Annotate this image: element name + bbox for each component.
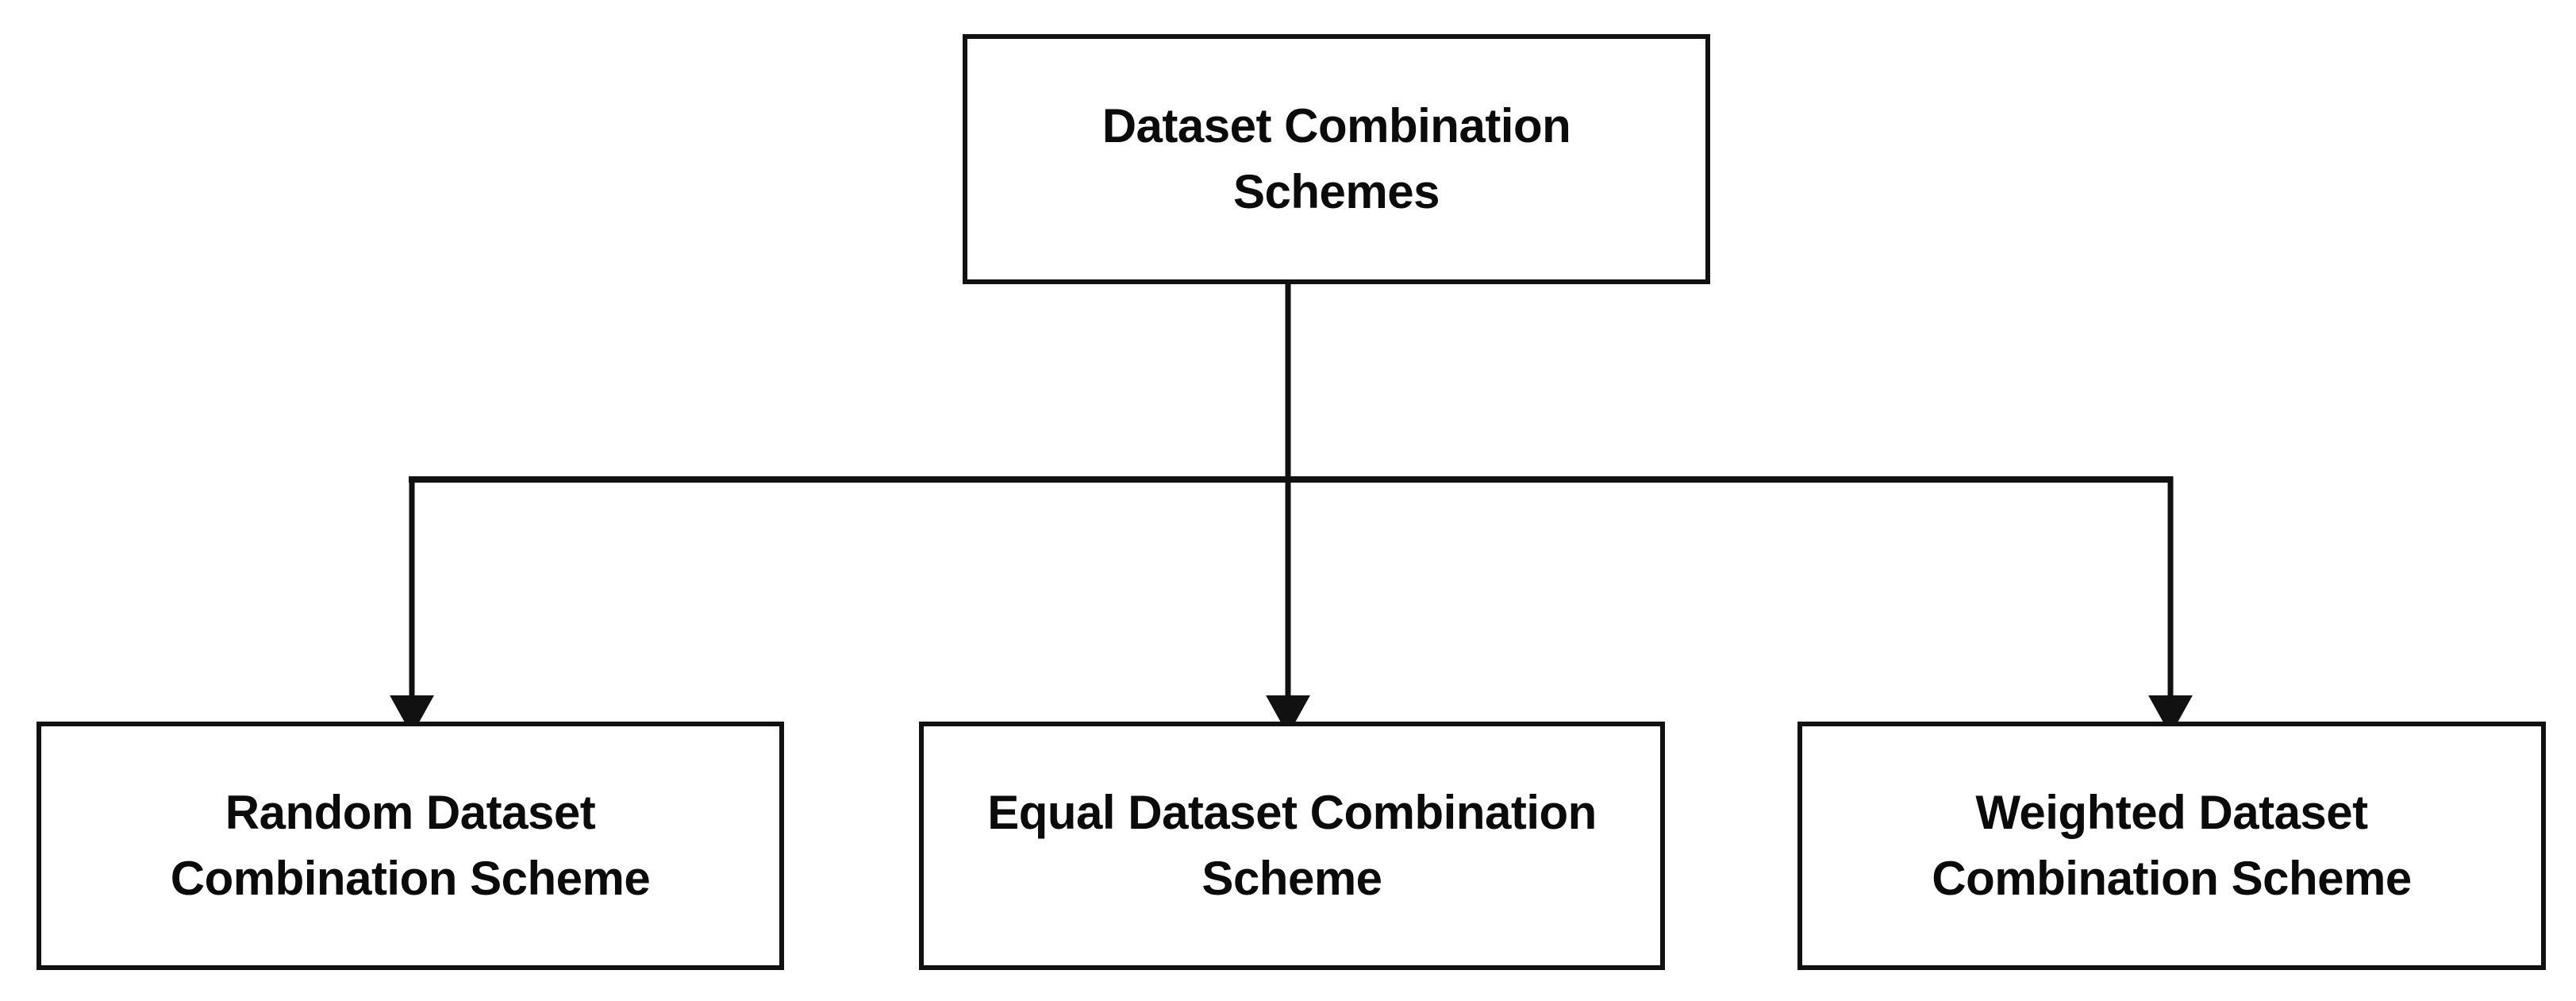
node-label-equal: Equal Dataset Combination Scheme [987, 785, 1597, 905]
node-label-root: Dataset Combination Schemes [1102, 98, 1571, 218]
node-random-dataset-combination-scheme[interactable]: Random Dataset Combination Scheme [37, 722, 784, 970]
node-equal-dataset-combination-scheme[interactable]: Equal Dataset Combination Scheme [919, 722, 1665, 970]
node-label-weighted: Weighted Dataset Combination Scheme [1932, 785, 2412, 905]
node-dataset-combination-schemes[interactable]: Dataset Combination Schemes [963, 34, 1710, 284]
node-label-random: Random Dataset Combination Scheme [170, 785, 651, 905]
node-weighted-dataset-combination-scheme[interactable]: Weighted Dataset Combination Scheme [1797, 722, 2546, 970]
